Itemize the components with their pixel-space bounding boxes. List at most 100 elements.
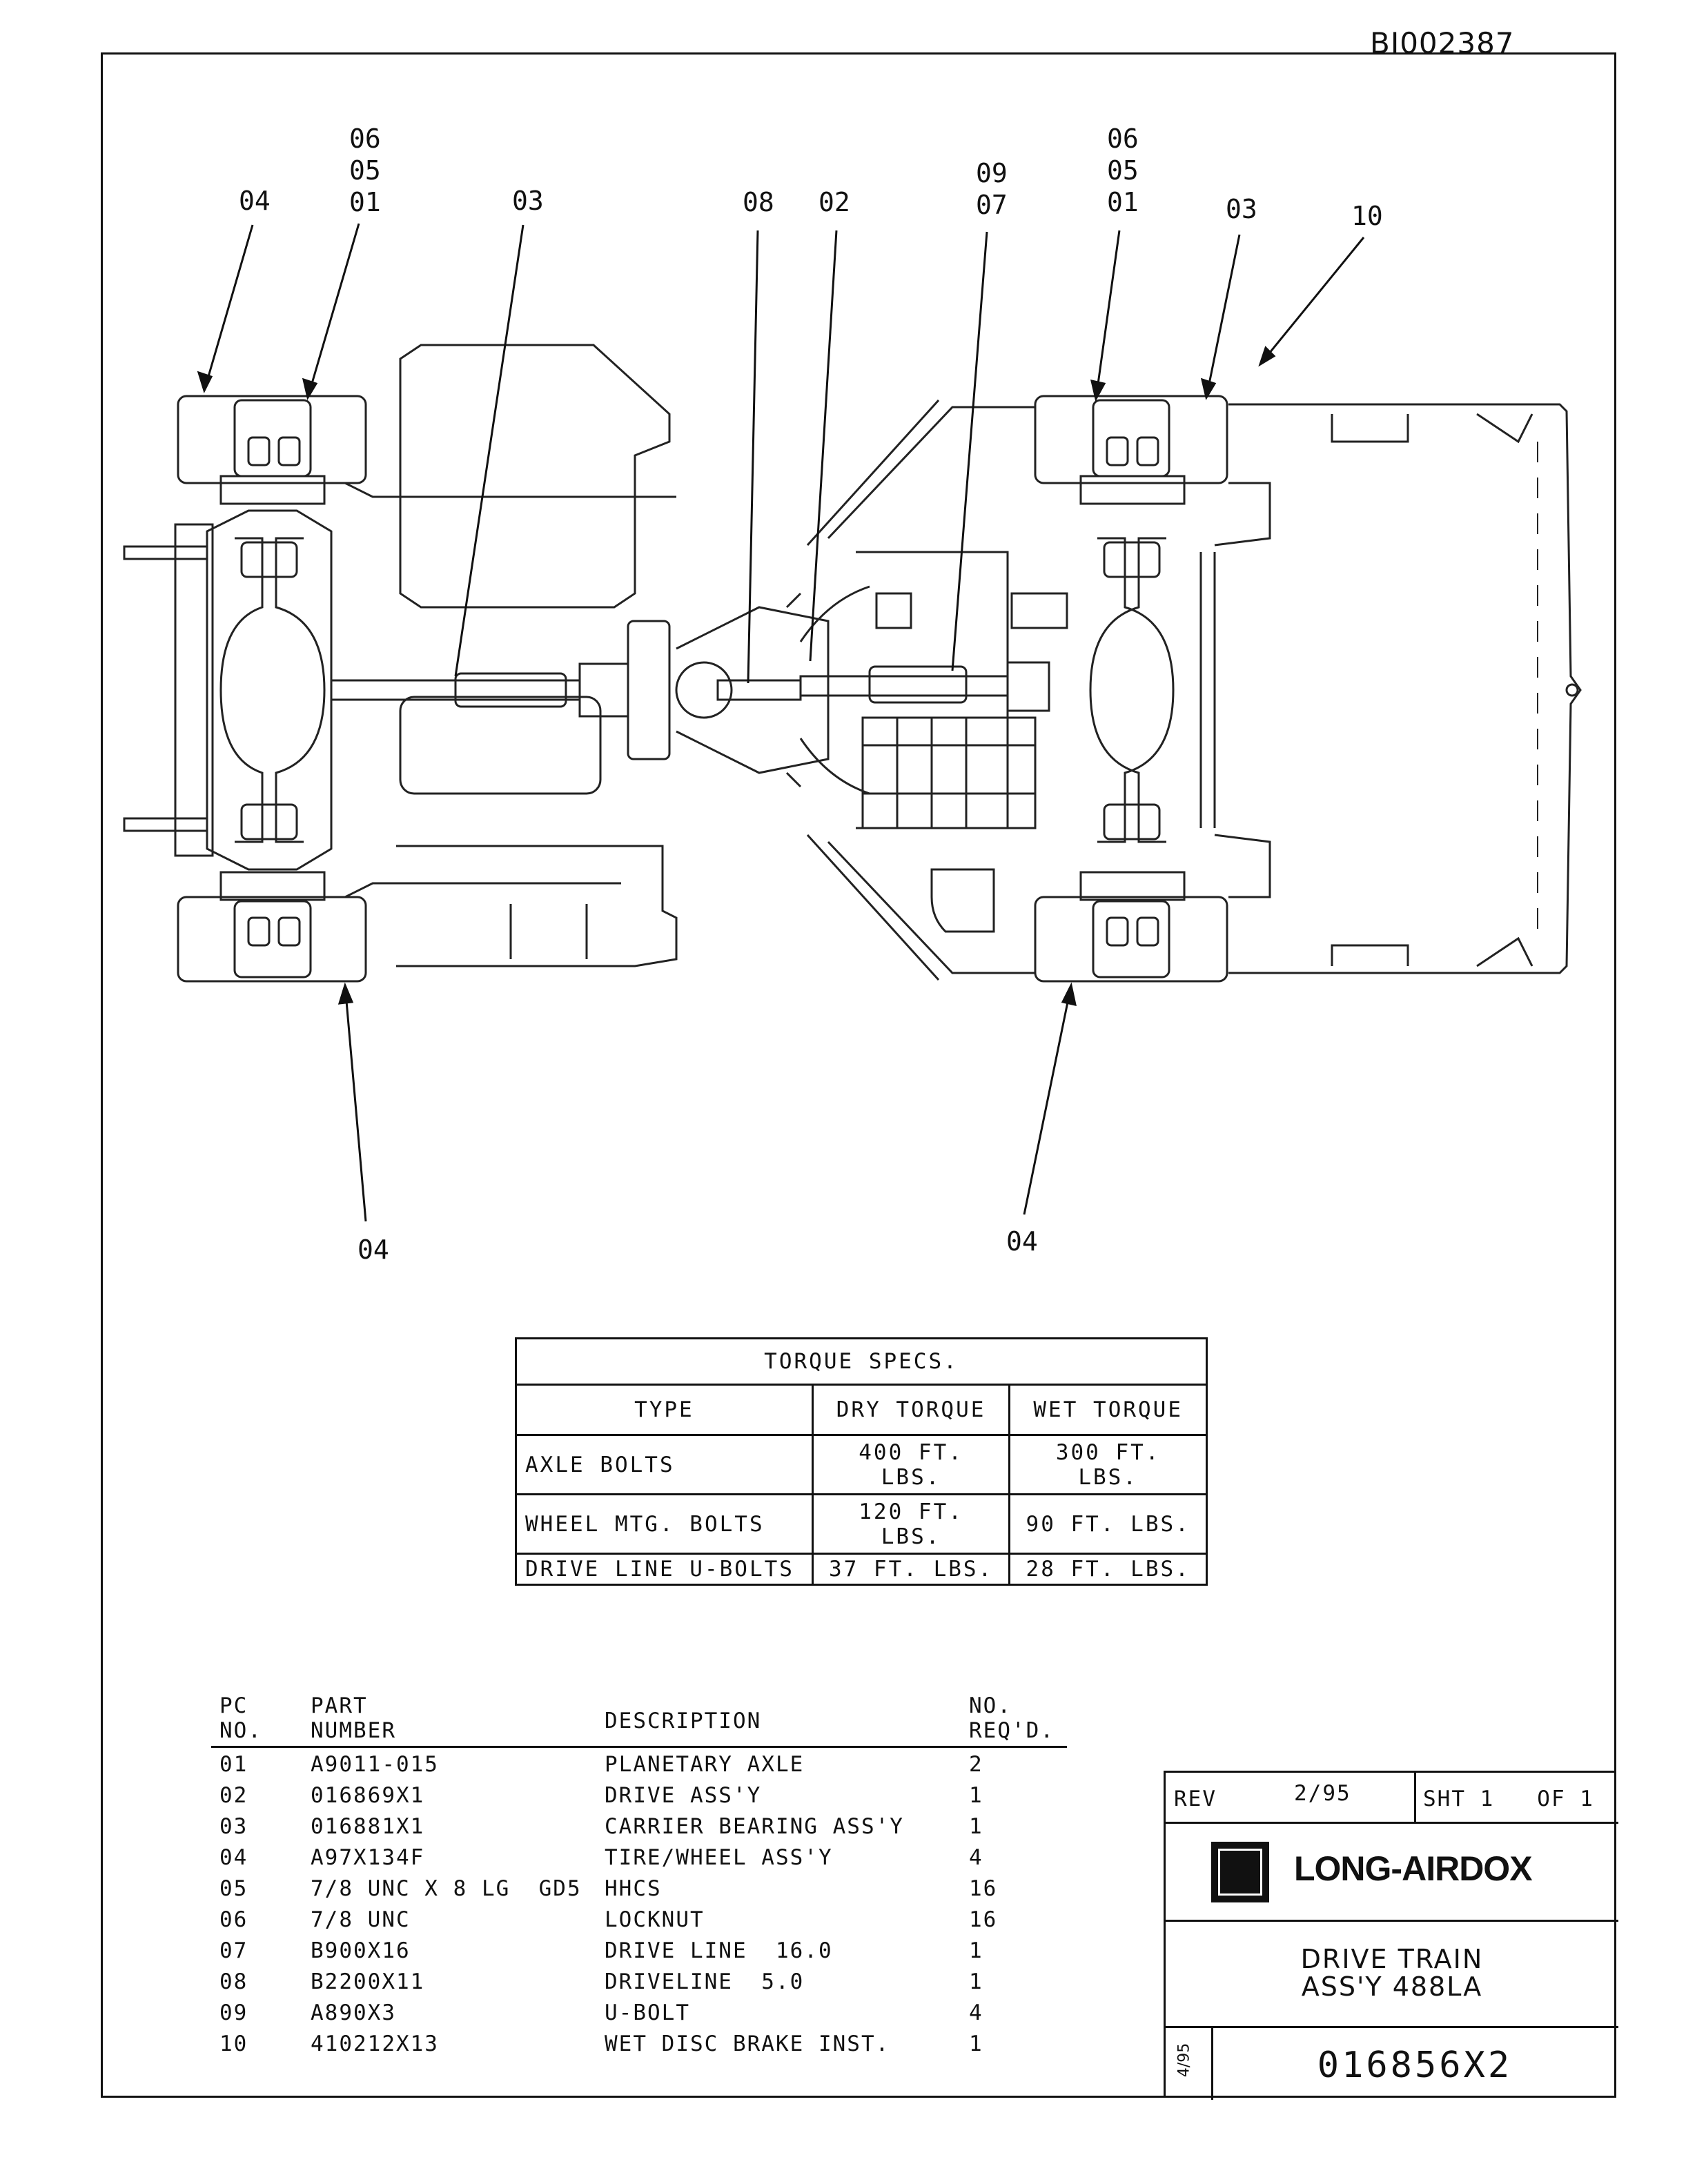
torque-wet-cell: 28 FT. LBS. [1008, 1553, 1208, 1586]
torque-wet-cell: 300 FT. LBS. [1008, 1433, 1208, 1496]
callout-0907: 09 07 [976, 157, 1008, 221]
torque-row: WHEEL MTG. BOLTS 120 FT. LBS. 90 FT. LBS… [515, 1493, 1208, 1555]
part-qty: 1 [969, 1969, 983, 1994]
rev-value: 2/95 [1294, 1781, 1351, 1806]
divider [1211, 2028, 1213, 2100]
pc-no: 01 [219, 1752, 248, 1777]
callout-line: 06 [1107, 124, 1139, 154]
part-number: 7/8 UNC X 8 LG GD5 [311, 1876, 582, 1901]
part-number: A97X134F [311, 1845, 425, 1870]
callout-02: 02 [819, 187, 850, 217]
part-description: WET DISC BRAKE INST. [605, 2031, 890, 2056]
part-number: A9011-015 [311, 1752, 439, 1777]
header-qty-reqd: REQ'D. [969, 1718, 1055, 1743]
drawing-title-line2: ASS'Y 488LA [1301, 1971, 1483, 2002]
part-number: 410212X13 [311, 2031, 439, 2056]
callout-line: 01 [349, 187, 381, 217]
callout-060501-top-left: 06 05 01 [349, 123, 381, 218]
callout-line: 07 [976, 190, 1008, 220]
part-qty: 2 [969, 1752, 983, 1777]
parts-row: 04 A97X134F TIRE/WHEEL ASS'Y 4 [211, 1841, 1067, 1872]
parts-list: PC NO. PART NUMBER DESCRIPTION NO. REQ'D… [211, 1689, 1067, 2058]
callout-060501-top-right: 06 05 01 [1107, 123, 1139, 218]
callout-04-bottom-left: 04 [357, 1234, 389, 1265]
header-pc: PC [219, 1693, 248, 1718]
part-qty: 4 [969, 1845, 983, 1870]
callout-03-top-right: 03 [1226, 194, 1257, 224]
part-qty: 1 [969, 1814, 983, 1839]
part-number: A890X3 [311, 2000, 396, 2025]
torque-specs-title: TORQUE SPECS. [515, 1337, 1208, 1386]
torque-header-type: TYPE [515, 1384, 814, 1436]
drawing-number-row: 4/95 016856X2 [1166, 2028, 1618, 2100]
pc-no: 08 [219, 1969, 248, 1994]
sheet-box: SHT 1 OF 1 [1414, 1773, 1618, 1822]
part-description: CARRIER BEARING ASS'Y [605, 1814, 904, 1839]
part-description: DRIVELINE 5.0 [605, 1969, 805, 1994]
callout-line: 05 [349, 155, 381, 186]
header-qty-no: NO. [969, 1693, 1012, 1718]
tire-rear-bottom [1034, 896, 1228, 983]
pc-no: 04 [219, 1845, 248, 1870]
callout-line: 01 [1107, 187, 1139, 217]
parts-row: 01 A9011-015 PLANETARY AXLE 2 [211, 1748, 1067, 1779]
part-description: LOCKNUT [605, 1907, 705, 1932]
part-number: B900X16 [311, 1938, 411, 1963]
part-qty: 4 [969, 2000, 983, 2025]
callout-line: 05 [1107, 155, 1139, 186]
company-name: LONG-AIRDOX [1294, 1849, 1533, 1888]
part-description: U-BOLT [605, 2000, 690, 2025]
part-qty: 1 [969, 1938, 983, 1963]
part-description: DRIVE LINE 16.0 [605, 1938, 833, 1963]
part-description: PLANETARY AXLE [605, 1752, 805, 1777]
parts-row: 09 A890X3 U-BOLT 4 [211, 1996, 1067, 2027]
callout-line: 09 [976, 158, 1008, 188]
part-number: 016869X1 [311, 1783, 425, 1808]
torque-row: AXLE BOLTS 400 FT. LBS. 300 FT. LBS. [515, 1433, 1208, 1496]
parts-row: 08 B2200X11 DRIVELINE 5.0 1 [211, 1965, 1067, 1996]
part-description: TIRE/WHEEL ASS'Y [605, 1845, 833, 1870]
torque-row: DRIVE LINE U-BOLTS 37 FT. LBS. 28 FT. LB… [515, 1553, 1208, 1586]
torque-header-dry: DRY TORQUE [811, 1384, 1011, 1436]
drawing-title: DRIVE TRAIN ASS'Y 488LA [1166, 1922, 1618, 2028]
header-number: NUMBER [311, 1718, 396, 1743]
pc-no: 02 [219, 1783, 248, 1808]
torque-specs-table: TORQUE SPECS. TYPE DRY TORQUE WET TORQUE… [515, 1337, 1208, 1586]
torque-type-cell: AXLE BOLTS [515, 1433, 814, 1496]
drawing-border [101, 52, 1616, 2098]
torque-header-wet: WET TORQUE [1008, 1384, 1208, 1436]
parts-list-header: PC NO. PART NUMBER DESCRIPTION NO. REQ'D… [211, 1689, 1067, 1748]
part-number: 7/8 UNC [311, 1907, 411, 1932]
pc-no: 05 [219, 1876, 248, 1901]
part-qty: 1 [969, 1783, 983, 1808]
revision-row: REV 2/95 SHT 1 OF 1 [1166, 1773, 1618, 1824]
callout-line: 06 [349, 124, 381, 154]
torque-type-cell: DRIVE LINE U-BOLTS [515, 1553, 814, 1586]
part-number: 016881X1 [311, 1814, 425, 1839]
parts-row: 07 B900X16 DRIVE LINE 16.0 1 [211, 1934, 1067, 1965]
part-qty: 16 [969, 1907, 998, 1932]
rev-label: REV [1174, 1787, 1217, 1811]
tire-rear-top [1034, 395, 1228, 484]
drawing-number: 016856X2 [1317, 2045, 1513, 2086]
callout-10: 10 [1351, 201, 1383, 231]
pc-no: 07 [219, 1938, 248, 1963]
tire-front-top [177, 395, 367, 484]
callout-04-top-left: 04 [239, 186, 271, 216]
pc-no: 09 [219, 2000, 248, 2025]
drawing-date: 4/95 [1175, 2043, 1193, 2078]
callout-03-top-left: 03 [512, 186, 544, 216]
torque-type-cell: WHEEL MTG. BOLTS [515, 1493, 814, 1555]
header-part: PART [311, 1693, 368, 1718]
header-no: NO. [219, 1718, 262, 1743]
part-number: B2200X11 [311, 1969, 425, 1994]
title-block: REV 2/95 SHT 1 OF 1 LONG-AIRDOX DRIVE TR… [1164, 1771, 1618, 2100]
sheet-label: SHT 1 OF 1 [1423, 1787, 1594, 1811]
torque-dry-cell: 120 FT. LBS. [811, 1493, 1011, 1555]
